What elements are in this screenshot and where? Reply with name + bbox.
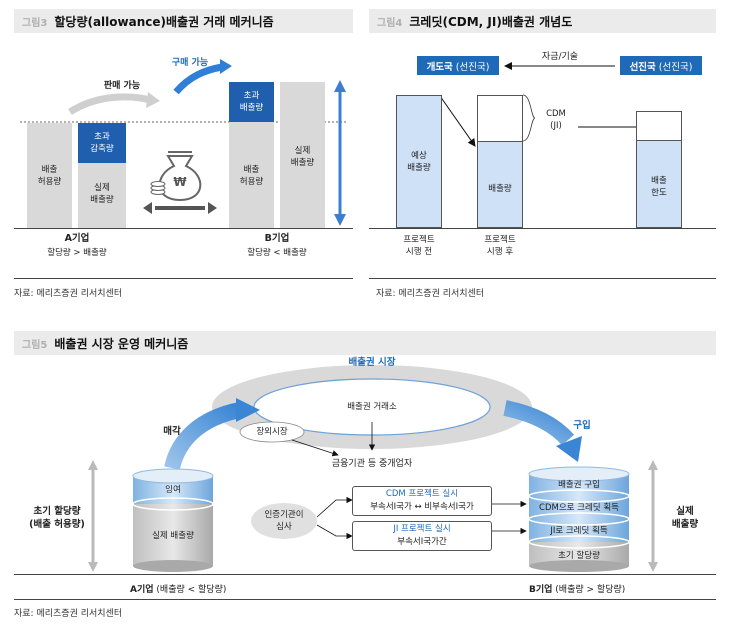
fig4-title: 크레딧(CDM, JI)배출권 개념도 [409, 14, 573, 29]
a-company: A기업 [64, 233, 90, 244]
fig3-baseline [14, 228, 353, 229]
fig3-number: 그림3 [22, 17, 48, 29]
buy-curve-arrow [173, 63, 223, 95]
funds-label: 자금/기술 [541, 52, 579, 62]
fig3-source-line [14, 278, 353, 279]
ji-project-sub: 부속서I국가간 [397, 537, 447, 547]
emission-bar [477, 141, 523, 228]
emission-label: 배출량 [488, 184, 512, 194]
cdm-project-title: CDM 프로젝트 실시 [385, 489, 459, 499]
fig5-source-line [14, 599, 716, 600]
a-excess-reduction-label: 초과 감축량 [90, 132, 114, 154]
actual-label: 실제 배출량 [152, 531, 194, 541]
cdm-reduction-box [477, 95, 523, 142]
a-actual-label: 실제 배출량 [90, 183, 114, 205]
initial-allowance-label: 초기 할당량 (배출 허용량) [29, 506, 85, 530]
b-excess-label: 초과 배출량 [239, 91, 264, 113]
currency-symbol: ₩ [173, 175, 187, 189]
cylinder-b [528, 466, 630, 572]
fig5-title: 배출권 시장 운영 메커니즘 [54, 336, 189, 351]
advanced-label: 선진국 [629, 61, 656, 73]
ji-project-box [352, 521, 492, 551]
transfer-arrow [439, 95, 476, 147]
cylinder-a [132, 468, 214, 572]
advanced-sub: (선진국) [658, 61, 693, 73]
b-cdm-label: CDM으로 크레딧 획득 [539, 503, 619, 513]
buy-market-arrow [503, 400, 575, 446]
money-bag-icon [150, 151, 202, 202]
fig4-header: 그림4 크레딧(CDM, JI)배출권 개념도 [369, 9, 716, 33]
fig4-baseline [369, 228, 716, 229]
cert-label: 인증기관이 심사 [264, 510, 304, 532]
b-buy-label: 배출권 구입 [558, 480, 600, 490]
b-relation: 할당량 < 배출량 [247, 248, 307, 258]
a-allowance-bar [27, 123, 72, 228]
a-relation: 할당량 > 배출량 [47, 248, 107, 258]
a-company-caption: A기업 (배출량 < 할당량) [130, 582, 226, 595]
b-company-caption: B기업 (배출량 > 할당량) [529, 582, 625, 595]
a-excess-reduction-box [78, 123, 126, 163]
limit-bar [636, 140, 682, 228]
cdm-brace [522, 94, 536, 142]
broker-label: 금융기관 등 중개업자 [331, 459, 413, 469]
sell-curve-arrow [68, 93, 151, 115]
fig4-source-line [369, 278, 716, 279]
actual-emission-right-label: 실제 배출량 [671, 506, 699, 530]
sell-market-arrow [164, 402, 242, 471]
a-actual-bar [78, 163, 126, 228]
fig5-a-relation: (배출량 < 할당량) [156, 585, 227, 595]
developing-label: 개도국 [426, 61, 453, 73]
sell-market-label: 매각 [163, 426, 181, 437]
fig5-source: 자료: 메리츠증권 리서치센터 [14, 609, 123, 619]
b-ji-label: JI로 크레딧 획득 [550, 526, 608, 536]
fig5-baseline [14, 574, 716, 575]
cdm-project-box [352, 486, 492, 516]
credit-box [636, 111, 682, 141]
fig3-source: 자료: 메리츠증권 리서치센터 [14, 289, 123, 299]
market-label: 배출권 시장 [348, 357, 396, 368]
b-actual-label: 실제 배출량 [290, 146, 315, 168]
fig5-header: 그림5 배출권 시장 운영 메커니즘 [14, 331, 716, 355]
fig5-b-company: B기업 [529, 585, 553, 595]
surplus-label: 잉여 [165, 485, 181, 495]
b-initial-label: 초기 할당량 [558, 551, 600, 561]
exchange-label: 배출권 거래소 [347, 402, 397, 412]
cert-ellipse [251, 503, 317, 539]
fig4-number: 그림4 [377, 17, 403, 29]
developing-sub: (선진국) [455, 61, 490, 73]
developing-country-tag: 개도국 (선진국) [417, 56, 499, 75]
fig4-source: 자료: 메리츠증권 리서치센터 [376, 289, 485, 299]
before-label: 프로젝트 시행 전 [403, 235, 435, 257]
fig5-b-relation: (배출량 > 할당량) [555, 585, 626, 595]
buy-market-label: 구입 [573, 420, 591, 431]
a-allowance-label: 배출 허용량 [37, 165, 62, 187]
fig3-title: 할당량(allowance)배출권 거래 메커니즘 [54, 14, 274, 29]
sell-label: 판매 가능 [103, 81, 141, 91]
buy-label: 구매 가능 [171, 58, 209, 68]
after-label: 프로젝트 시행 후 [484, 235, 516, 257]
expected-emission-label: 예상 배출량 [407, 151, 431, 173]
otc-ellipse [239, 421, 305, 443]
otc-label: 장외시장 [256, 427, 288, 437]
b-company: B기업 [264, 233, 290, 244]
b-excess-box [229, 82, 274, 122]
advanced-country-tag: 선진국 (선진국) [620, 56, 702, 75]
fig3-header: 그림3 할당량(allowance)배출권 거래 메커니즘 [14, 9, 353, 33]
limit-label: 배출 한도 [651, 176, 667, 198]
b-actual-bar [280, 82, 325, 228]
cdm-label: CDM (JI) [546, 109, 566, 131]
b-allowance-label: 배출 허용량 [239, 165, 264, 187]
ji-project-title: JI 프로젝트 실시 [393, 524, 451, 534]
fig5-a-company: A기업 [130, 585, 154, 595]
fig5-number: 그림5 [22, 339, 48, 351]
b-allowance-bar [229, 122, 274, 228]
expected-emission-bar [396, 95, 442, 228]
cdm-project-sub: 부속서I국가 ↔ 비부속서I국가 [370, 502, 474, 512]
